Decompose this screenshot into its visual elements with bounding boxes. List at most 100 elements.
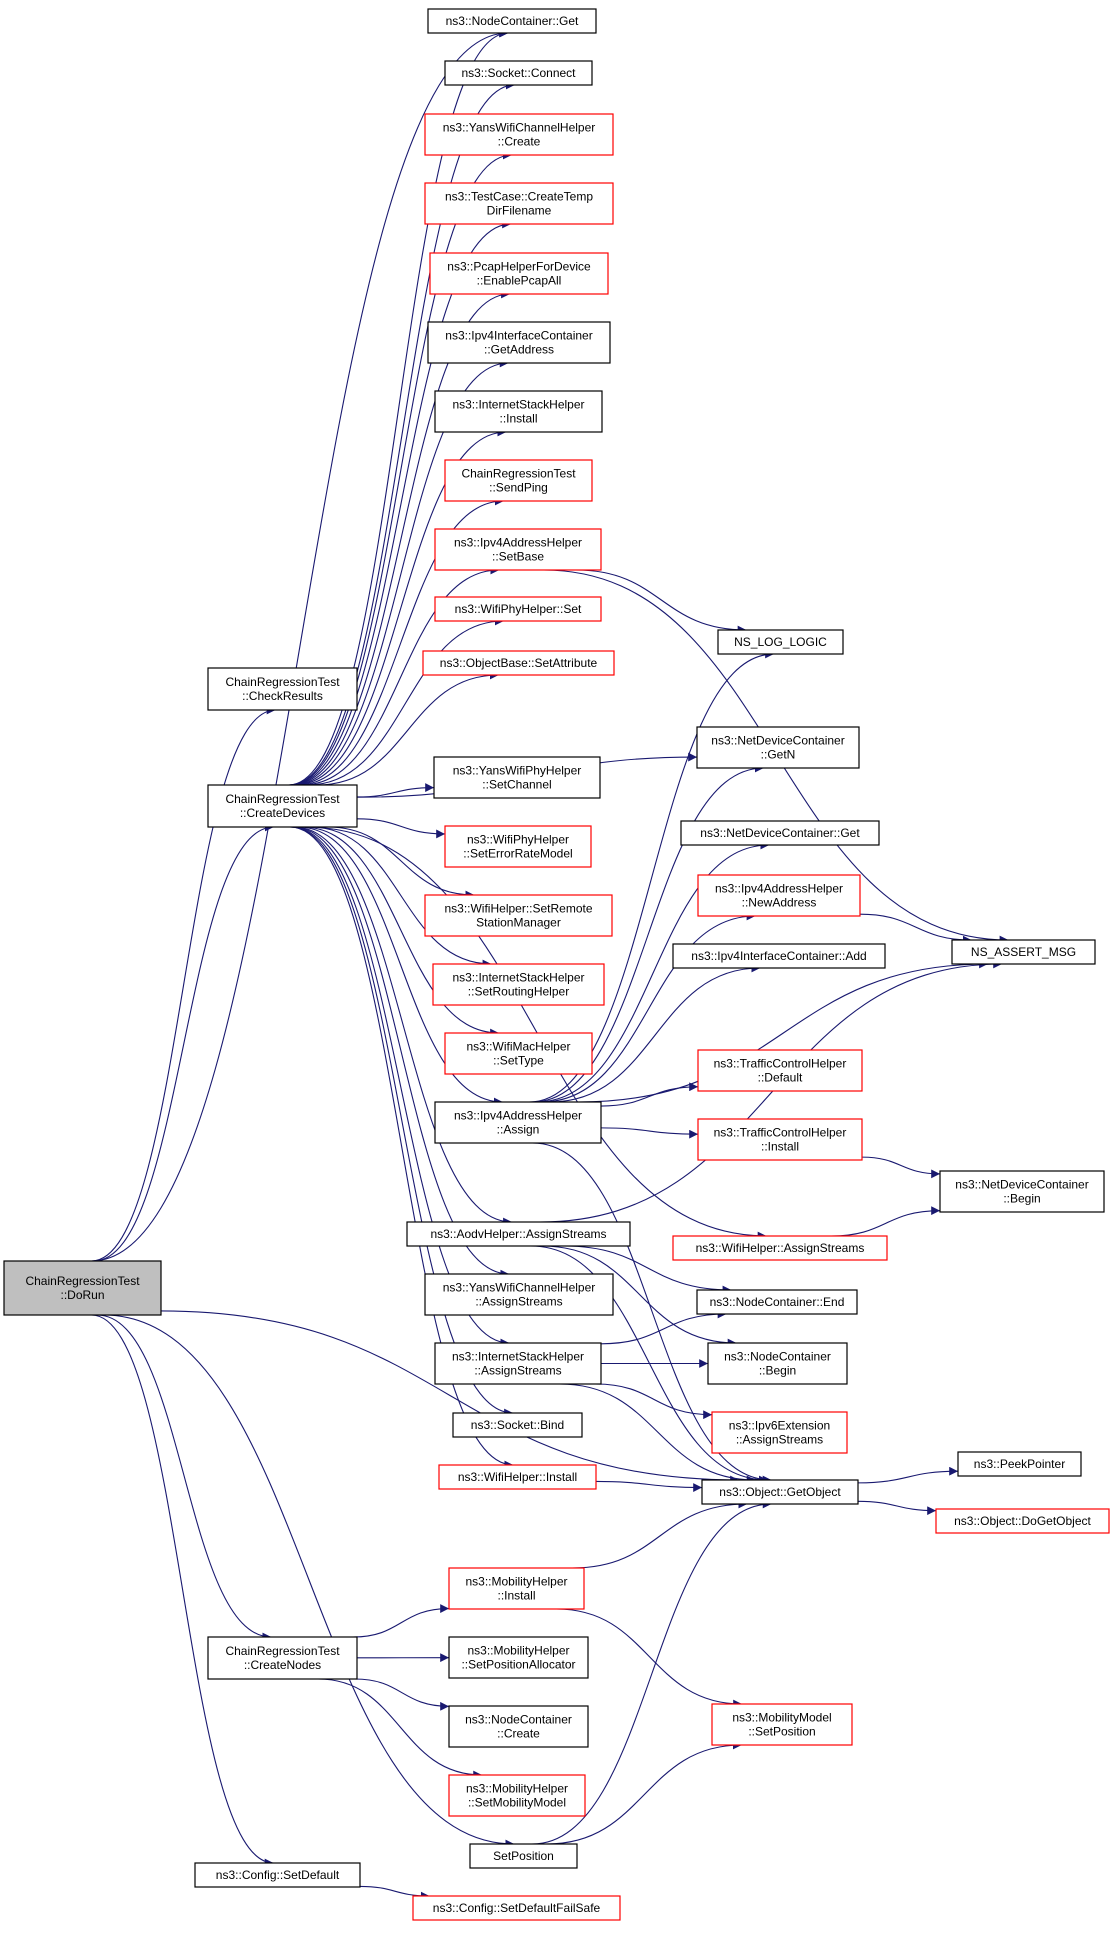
node-box: [680, 820, 880, 846]
node-ish-as[interactable]: ns3::InternetStackHelper::AssignStreams: [434, 1342, 602, 1385]
node-dogetobject[interactable]: ns3::Object::DoGetObject: [935, 1508, 1110, 1534]
node-pcap[interactable]: ns3::PcapHelperForDevice::EnablePcapAll: [429, 252, 609, 295]
node-ndc-getn[interactable]: ns3::NetDeviceContainer::GetN: [696, 726, 860, 769]
node-box: [697, 1118, 863, 1161]
node-label-line: ChainRegressionTest: [461, 467, 576, 481]
edge-dorun-to-createdevices: [93, 822, 274, 1262]
node-box: [697, 1049, 863, 1092]
edge-createdevices-to-setrouting: [310, 826, 492, 969]
edge-setdefault-to-setdefaultfs: [359, 1885, 430, 1901]
node-label-line: ns3::Socket::Connect: [461, 66, 576, 80]
node-ipv4ic-add[interactable]: ns3::Ipv4InterfaceContainer::Add: [672, 943, 886, 969]
node-getobject[interactable]: ns3::Object::GetObject: [701, 1479, 859, 1505]
node-tch-default[interactable]: ns3::TrafficControlHelper::Default: [697, 1049, 863, 1092]
node-aodv-as[interactable]: ns3::AodvHelper::AssignStreams: [406, 1221, 631, 1247]
edge-ipv4ah_assign-to-getobject: [532, 1142, 772, 1485]
node-nc-get[interactable]: ns3::NodeContainer::Get: [427, 8, 597, 34]
node-label-line: ::SetRoutingHelper: [468, 985, 569, 999]
node-mob-setmodel[interactable]: ns3::MobilityHelper::SetMobilityModel: [448, 1774, 586, 1817]
node-ndc-get[interactable]: ns3::NetDeviceContainer::Get: [680, 820, 880, 846]
node-mob-setposalloc[interactable]: ns3::MobilityHelper::SetPositionAllocato…: [448, 1636, 589, 1679]
node-label-line: ::Install: [761, 1140, 799, 1154]
edge-aodv_as-to-nc_end: [564, 1245, 732, 1295]
node-box: [448, 1774, 586, 1817]
node-nc-begin[interactable]: ns3::NodeContainer::Begin: [707, 1342, 848, 1385]
node-label-line: ns3::WifiPhyHelper: [467, 833, 569, 847]
edge-ipv4ah_assign-to-nslog: [529, 649, 774, 1103]
node-box: [432, 963, 605, 1006]
node-dorun[interactable]: ChainRegressionTest::DoRun: [3, 1260, 162, 1316]
edge-setbase-to-nslog: [576, 569, 747, 635]
node-sock-bind[interactable]: ns3::Socket::Bind: [452, 1412, 583, 1438]
node-label-line: ns3::MobilityHelper: [467, 1644, 569, 1658]
node-wifi-install[interactable]: ns3::WifiHelper::Install: [438, 1464, 597, 1490]
edge-aodv_as-to-nsassert: [539, 959, 1003, 1223]
node-ipv4ic-getaddr[interactable]: ns3::Ipv4InterfaceContainer::GetAddress: [427, 321, 611, 364]
node-label-line: ::Begin: [1003, 1192, 1040, 1206]
edge-createdevices-to-yansphy_setchan: [356, 783, 435, 798]
nodes-layer: ChainRegressionTest::DoRunChainRegressio…: [3, 8, 1110, 1921]
node-label-line: StationManager: [476, 916, 561, 930]
edge-setposition-to-getobject: [531, 1499, 772, 1845]
node-label-line: ns3::WifiHelper::SetRemote: [444, 902, 592, 916]
node-label-line: ::CreateNodes: [244, 1658, 321, 1672]
edge-dorun-to-createnodes: [97, 1314, 272, 1642]
node-label-line: ns3::WifiHelper::AssignStreams: [696, 1241, 865, 1255]
node-createnodes[interactable]: ChainRegressionTest::CreateNodes: [207, 1636, 358, 1680]
node-yanschan-as[interactable]: ns3::YansWifiChannelHelper::AssignStream…: [424, 1273, 614, 1316]
node-wifi-as[interactable]: ns3::WifiHelper::AssignStreams: [672, 1235, 888, 1261]
node-label-line: ::EnablePcapAll: [477, 274, 562, 288]
node-nc-create[interactable]: ns3::NodeContainer::Create: [448, 1705, 589, 1748]
node-label-line: ns3::Config::SetDefaultFailSafe: [433, 1901, 601, 1915]
node-setrouting[interactable]: ns3::InternetStackHelper::SetRoutingHelp…: [432, 963, 605, 1006]
edge-createnodes-to-mob_install: [353, 1604, 450, 1638]
edge-ipv4ah_assign-to-ndc_getn: [532, 763, 764, 1103]
node-label-line: ns3::Object::GetObject: [719, 1485, 841, 1499]
node-box: [448, 1705, 589, 1748]
edge-newaddr-to-nsassert: [859, 913, 972, 945]
node-peekpointer[interactable]: ns3::PeekPointer: [957, 1451, 1082, 1477]
node-setdefault[interactable]: ns3::Config::SetDefault: [194, 1862, 361, 1888]
node-sendping[interactable]: ChainRegressionTest::SendPing: [444, 459, 593, 502]
edge-wifi_as-to-ndc_begin: [831, 1206, 941, 1237]
node-mob-install[interactable]: ns3::MobilityHelper::Install: [448, 1567, 585, 1610]
edge-setposition-to-mm_setpos: [547, 1740, 742, 1845]
node-setbase[interactable]: ns3::Ipv4AddressHelper::SetBase: [434, 528, 602, 571]
edge-aodv_as-to-nc_begin: [542, 1245, 737, 1348]
node-ndc-begin[interactable]: ns3::NetDeviceContainer::Begin: [939, 1170, 1105, 1213]
edge-createdevices-to-mac_settype: [302, 826, 499, 1038]
node-label-line: ns3::Config::SetDefault: [216, 1868, 340, 1882]
node-wifiphy-set[interactable]: ns3::WifiPhyHelper::Set: [434, 596, 602, 622]
node-tch-install[interactable]: ns3::TrafficControlHelper::Install: [697, 1118, 863, 1161]
node-setdefaultfs[interactable]: ns3::Config::SetDefaultFailSafe: [412, 1895, 621, 1921]
node-label-line: ::NewAddress: [742, 896, 817, 910]
node-nc-end[interactable]: ns3::NodeContainer::End: [696, 1289, 858, 1315]
node-ish-install[interactable]: ns3::InternetStackHelper::Install: [434, 390, 603, 433]
node-createdevices[interactable]: ChainRegressionTest::CreateDevices: [207, 784, 358, 828]
edge-tch_install-to-ndc_begin: [861, 1156, 941, 1179]
node-checkresults[interactable]: ChainRegressionTest::CheckResults: [207, 667, 358, 711]
node-box: [427, 8, 597, 34]
node-ipv4ah-assign[interactable]: ns3::Ipv4AddressHelper::Assign: [434, 1101, 602, 1144]
node-ipv6ext-as[interactable]: ns3::Ipv6Extension::AssignStreams: [711, 1411, 848, 1454]
node-label-line: ::GetAddress: [484, 343, 554, 357]
node-box: [434, 596, 602, 622]
node-box: [427, 321, 611, 364]
node-yansphy-setchan[interactable]: ns3::YansWifiPhyHelper::SetChannel: [433, 756, 601, 799]
node-mm-setpos[interactable]: ns3::MobilityModel::SetPosition: [711, 1703, 853, 1746]
node-mac-settype[interactable]: ns3::WifiMacHelper::SetType: [444, 1032, 593, 1075]
node-nslog[interactable]: NS_LOG_LOGIC: [717, 629, 844, 655]
node-sock-connect[interactable]: ns3::Socket::Connect: [444, 60, 593, 86]
node-label-line: ns3::NetDeviceContainer::Get: [700, 826, 860, 840]
edge-ipv4ah_assign-to-ipv4ic_add: [550, 963, 761, 1103]
node-yanschan-create[interactable]: ns3::YansWifiChannelHelper::Create: [424, 113, 614, 156]
node-label-line: ::SetType: [493, 1054, 544, 1068]
node-nsassert[interactable]: NS_ASSERT_MSG: [951, 939, 1096, 965]
node-newaddr[interactable]: ns3::Ipv4AddressHelper::NewAddress: [697, 874, 861, 917]
node-seterr[interactable]: ns3::WifiPhyHelper::SetErrorRateModel: [444, 825, 592, 868]
node-setposition[interactable]: SetPosition: [469, 1843, 578, 1869]
edge-createdevices-to-ipv4ic_getaddr: [293, 358, 509, 786]
node-setattr[interactable]: ns3::ObjectBase::SetAttribute: [422, 650, 615, 676]
